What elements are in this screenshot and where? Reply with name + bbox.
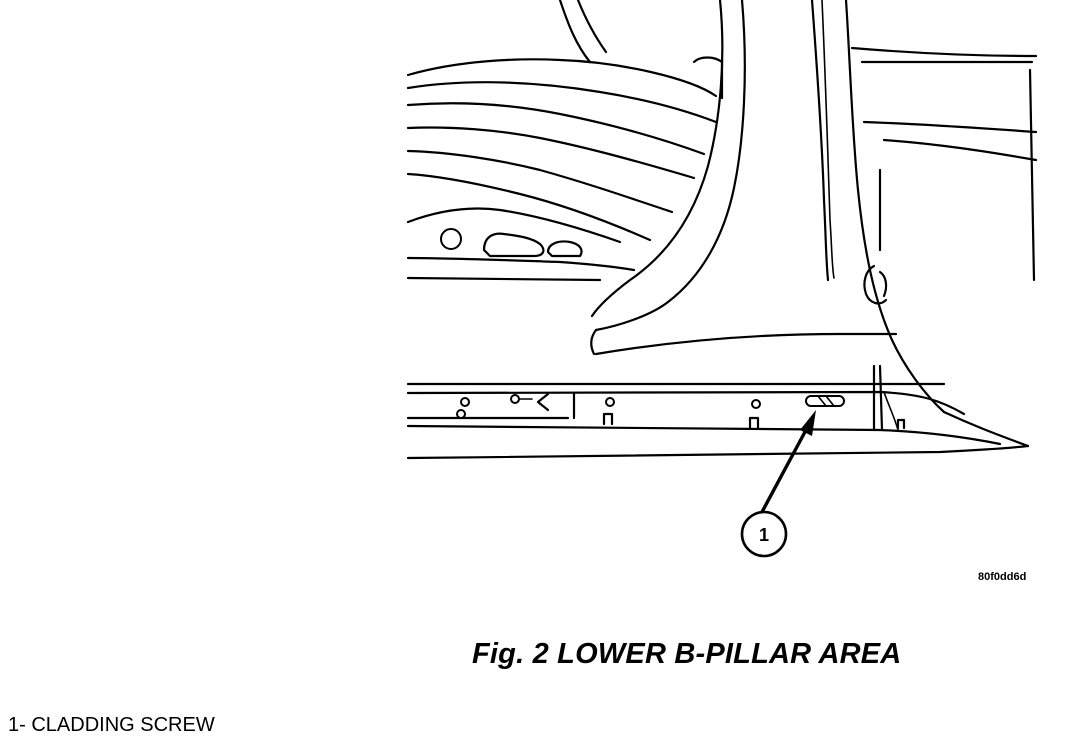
callout-arrowhead xyxy=(800,410,816,436)
callout-number: 1 xyxy=(759,525,769,545)
legend-item: 1- CLADDING SCREW xyxy=(8,714,215,736)
callout-leader-line xyxy=(760,428,808,514)
image-code: 80f0dd6d xyxy=(978,571,1026,583)
callout-circle xyxy=(740,510,788,558)
figure-caption: Fig. 2 LOWER B-PILLAR AREA xyxy=(472,638,902,670)
